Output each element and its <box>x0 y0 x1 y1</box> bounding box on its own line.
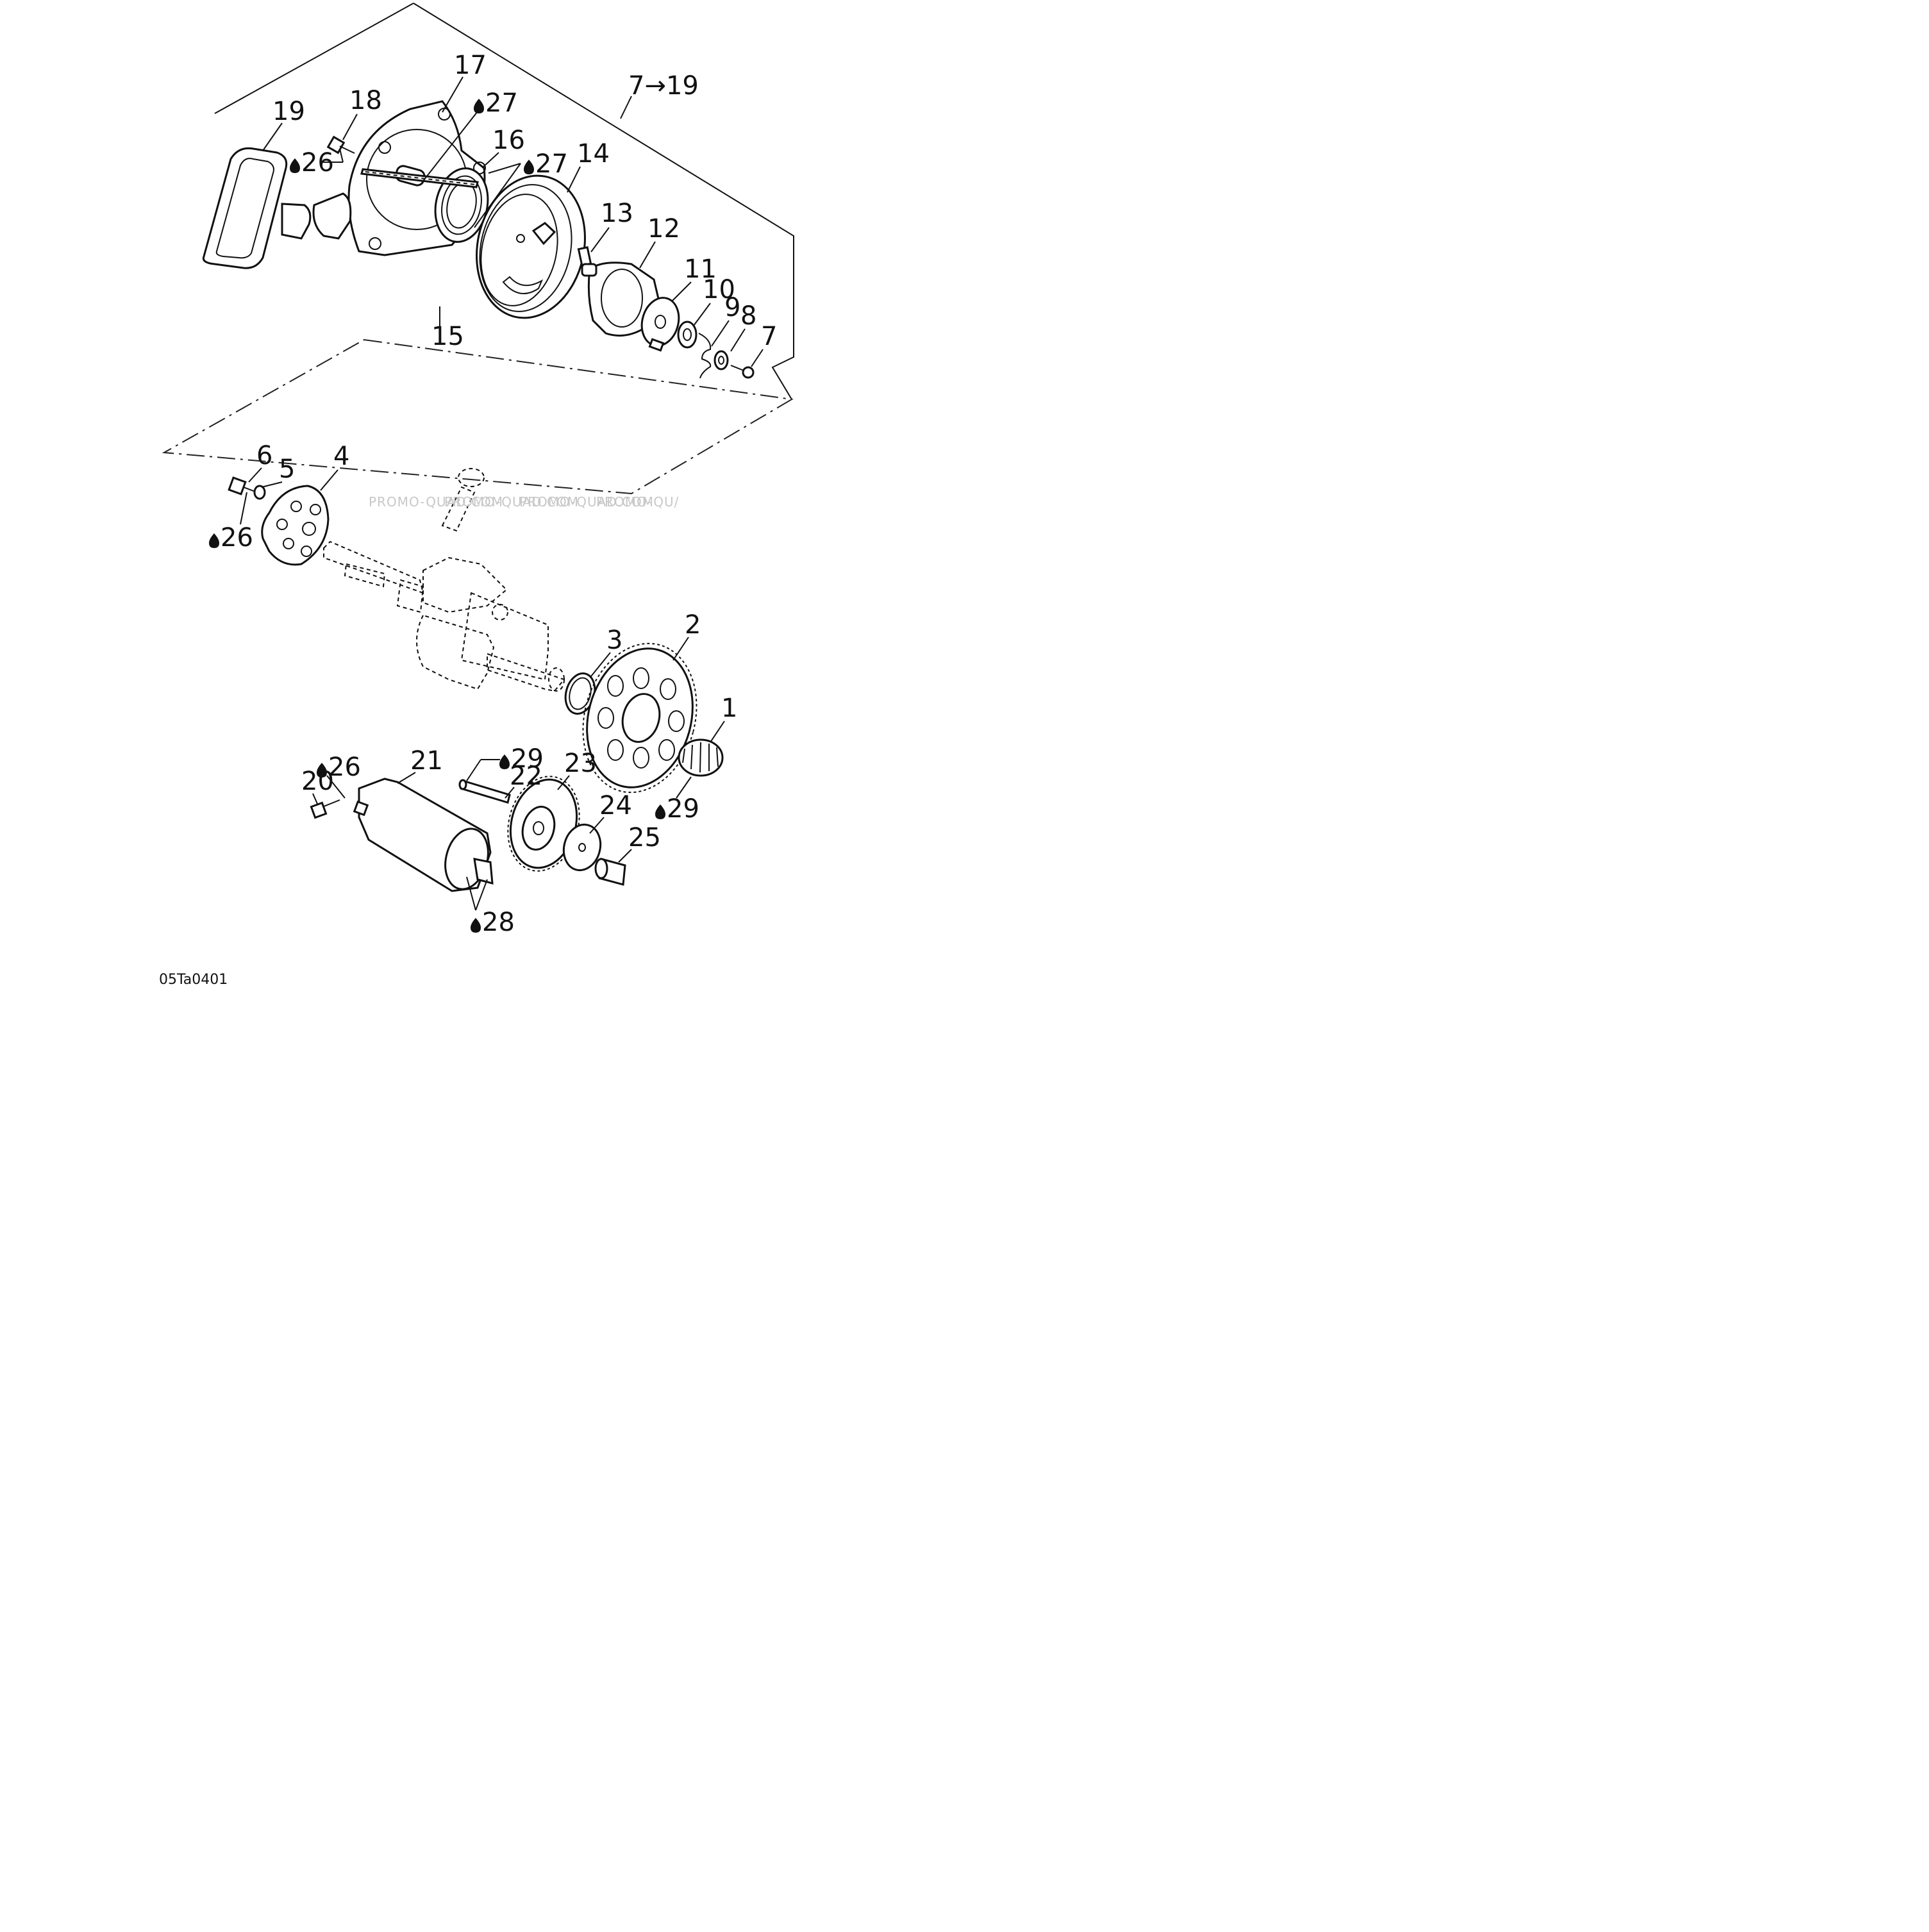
watermarks: PROMO-QUAD.COM PROMO-QUAD.COM PROMO-QUAD… <box>369 494 679 510</box>
recoil-group-outline-top <box>214 3 414 114</box>
lube-callout-27-mid: 27 <box>524 149 568 179</box>
washer-10-hole <box>683 328 692 341</box>
ratchet-12 <box>581 262 660 337</box>
callout-7: 7 <box>761 322 777 351</box>
lube-callout-27-top: 27 <box>474 88 518 118</box>
svg-text:29: 29 <box>511 744 544 774</box>
callout-10: 10 <box>703 275 735 304</box>
bushing-25 <box>594 858 626 886</box>
callout-1: 1 <box>721 694 737 723</box>
friction-spring-9 <box>698 333 712 379</box>
crankshaft-group-outline <box>162 338 794 495</box>
callout-21: 21 <box>410 746 443 776</box>
oil-drop-icon <box>474 99 484 113</box>
callout-24: 24 <box>599 791 632 820</box>
callout-11: 11 <box>684 254 717 284</box>
callout-25: 25 <box>628 823 661 853</box>
lube-callout-29-bottom: 29 <box>655 794 699 824</box>
callout-17: 17 <box>454 51 487 80</box>
svg-text:26: 26 <box>328 753 361 782</box>
lube-callout-26-bottom: 26 <box>317 753 361 782</box>
rope-handle-19 <box>202 147 312 269</box>
callout-22: 22 <box>510 762 542 791</box>
starter-motor-21 <box>353 778 494 892</box>
needle-bearing-1 <box>678 738 724 777</box>
figure-code: 05Ta0401 <box>159 972 228 988</box>
callout-3: 3 <box>606 626 622 655</box>
screw-7 <box>730 365 755 379</box>
svg-text:27: 27 <box>535 149 568 179</box>
washer-8-hole <box>718 356 724 365</box>
oil-drop-icon <box>524 160 534 174</box>
oil-drop-icon <box>655 804 665 819</box>
washer-10 <box>677 321 697 349</box>
recoil-group-outline <box>413 3 794 400</box>
callout-labels: 17 18 19 16 14 13 12 11 10 9 8 7 15 7→19… <box>256 51 777 853</box>
washer-8 <box>714 350 729 371</box>
oil-drop-icon <box>499 754 510 769</box>
watermark-2: PROMO-QUAD.COM <box>444 494 579 510</box>
starter-gear-2 <box>582 642 697 794</box>
svg-text:29: 29 <box>667 794 699 824</box>
lube-callout-29-top: 29 <box>499 744 544 774</box>
svg-text:27: 27 <box>485 88 518 118</box>
callout-16: 16 <box>492 126 525 155</box>
svg-text:26: 26 <box>221 523 253 553</box>
oil-drop-icon <box>209 533 219 548</box>
oil-drop-icon <box>290 158 300 173</box>
friction-plate-11 <box>640 297 680 352</box>
lube-callout-28: 28 <box>471 908 515 937</box>
callout-18: 18 <box>349 86 382 115</box>
thrust-washer-24-hole <box>578 843 586 852</box>
lube-callout-26-mid: 26 <box>209 523 253 553</box>
idler-shaft-22 <box>458 779 511 804</box>
group-bracket-leader <box>620 96 632 119</box>
callout-4: 4 <box>333 442 349 471</box>
drive-plate-4 <box>261 485 330 566</box>
group-label: 7→19 <box>628 71 699 101</box>
oil-drop-icon <box>317 763 327 778</box>
watermark-1: PROMO-QUAD.COM <box>369 494 503 510</box>
crankshaft-reference <box>323 468 565 692</box>
callout-12: 12 <box>647 214 680 244</box>
callout-6: 6 <box>256 441 272 471</box>
callout-15: 15 <box>431 322 464 351</box>
callout-9: 9 <box>724 293 740 322</box>
callout-23: 23 <box>564 749 597 778</box>
callout-19: 19 <box>272 97 305 126</box>
lube-callout-26-top: 26 <box>290 148 334 178</box>
svg-text:28: 28 <box>482 908 515 937</box>
oil-drop-icon <box>471 918 481 933</box>
callout-8: 8 <box>740 301 756 331</box>
lube-callouts: 26 27 27 26 26 29 29 28 <box>209 88 699 937</box>
callout-13: 13 <box>601 199 633 228</box>
callout-2: 2 <box>685 610 701 640</box>
leader-lines <box>240 76 764 911</box>
watermark-3: PROMO-QUAD.COM <box>519 494 654 510</box>
o-ring-3-inner <box>569 677 592 710</box>
svg-text:26: 26 <box>301 148 334 178</box>
bolt-6 <box>228 476 256 495</box>
rope-pulley-14 <box>476 174 586 319</box>
starter-rope-15 <box>360 168 479 188</box>
thrust-washer-24 <box>562 823 602 872</box>
callout-5: 5 <box>279 454 295 484</box>
screw-20 <box>310 799 340 819</box>
watermark-4: PROMO-QU/ <box>596 494 679 510</box>
callout-14: 14 <box>577 139 610 169</box>
washer-5 <box>253 485 266 500</box>
